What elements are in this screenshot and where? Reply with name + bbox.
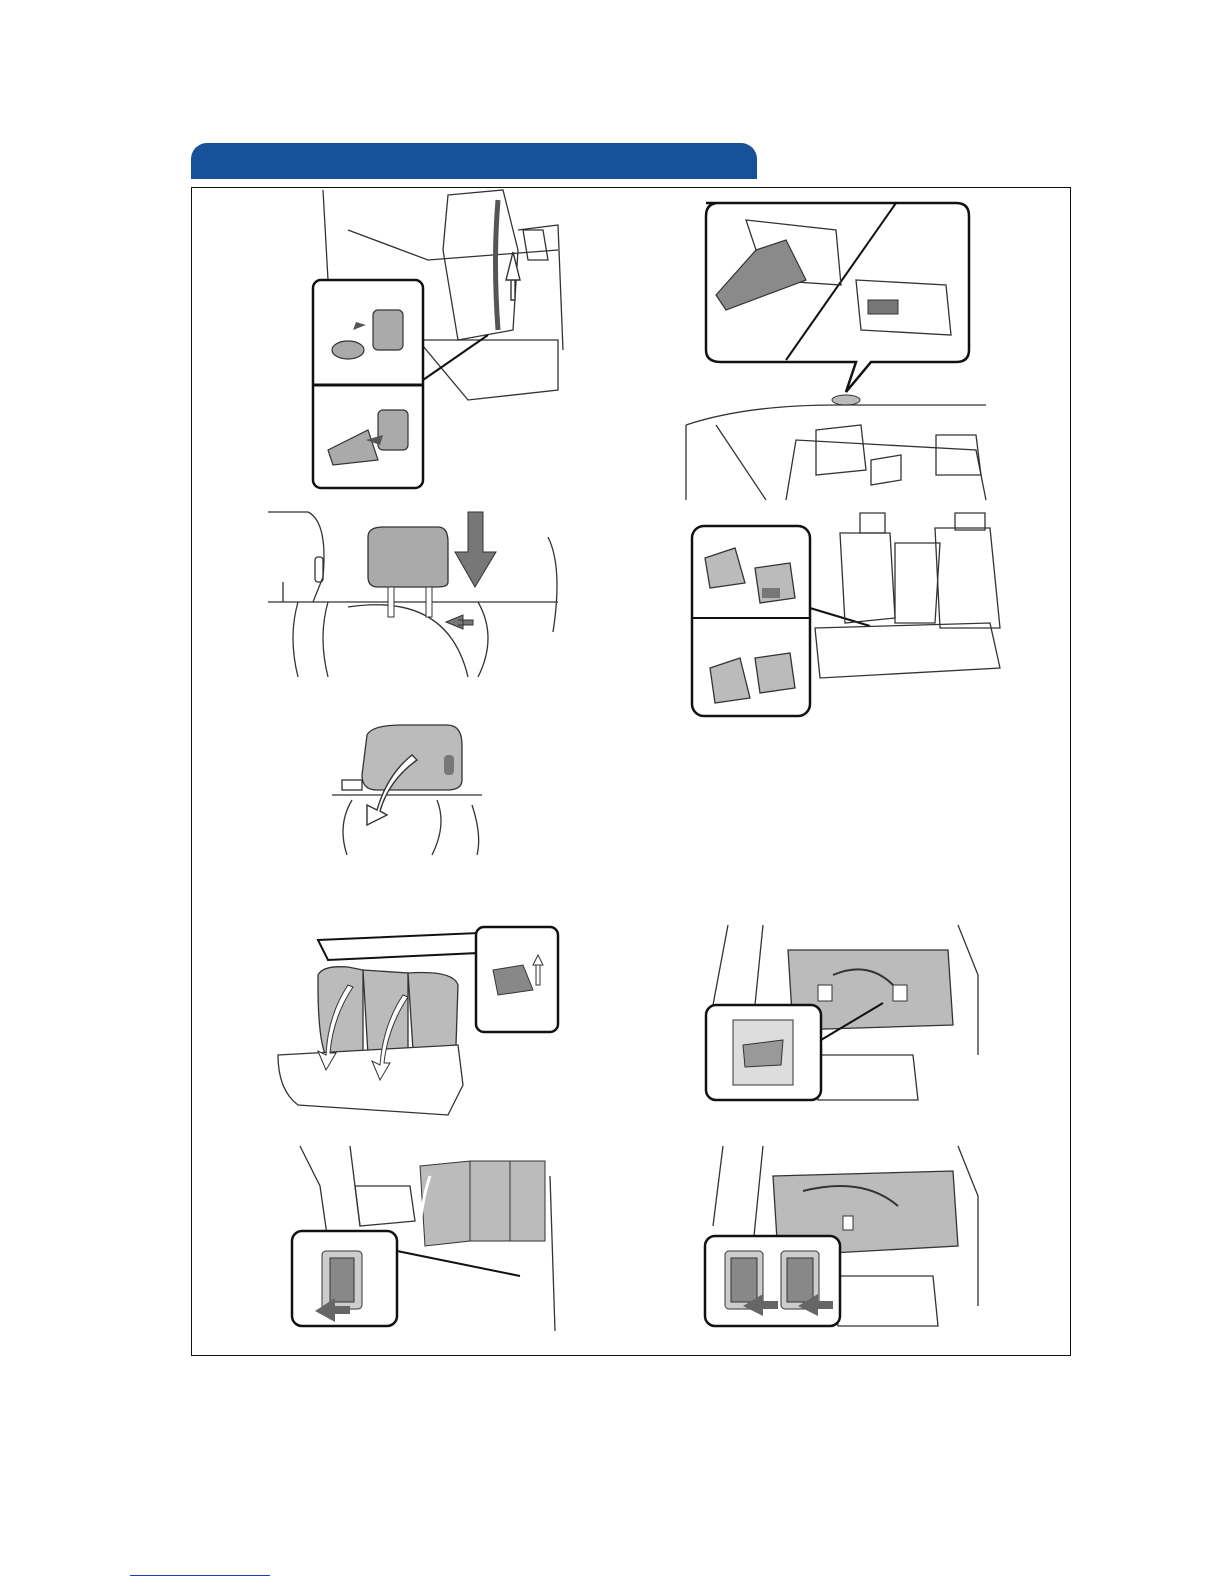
section-header-tab (191, 143, 757, 179)
seatbelt-buckle-icon (308, 190, 568, 490)
child-anchor-illustration (690, 508, 1020, 723)
seatbelt-buckle-illustration (308, 190, 568, 490)
headrest-fold-illustration (332, 725, 482, 855)
third-row-fold-illustration (703, 925, 983, 1105)
headrest-lower-illustration (268, 507, 568, 677)
headrest-fold-icon (332, 725, 482, 855)
ceiling-anchor-illustration (686, 200, 986, 500)
power-switch-icon (290, 1146, 560, 1331)
power-switch-icon (703, 1146, 983, 1331)
power-fold-side-illustration (290, 1146, 560, 1331)
footer-rule (130, 1575, 270, 1576)
second-row-fold-illustration (278, 925, 563, 1115)
power-fold-cargo-illustration (703, 1146, 983, 1331)
latch-anchor-icon (690, 508, 1020, 723)
belt-anchor-icon (686, 200, 986, 500)
fold-lever-icon (278, 925, 563, 1115)
headrest-icon (268, 507, 568, 677)
fold-strap-icon (703, 925, 983, 1105)
